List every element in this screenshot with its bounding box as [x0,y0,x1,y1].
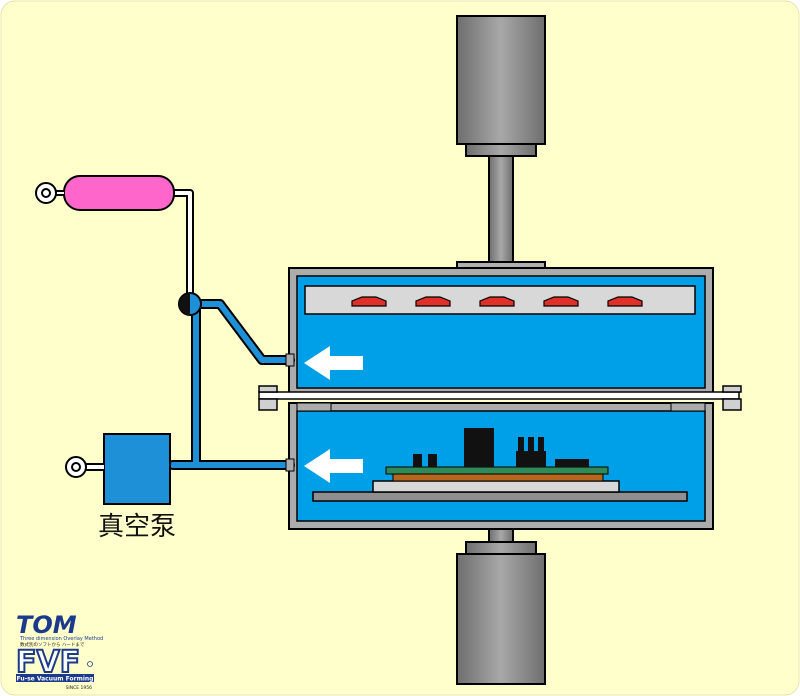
arrow-right-lower [304,449,363,483]
heater-element [479,296,515,307]
heater-element [607,296,643,307]
vacuum-pump [65,433,171,505]
heater-element [543,296,579,307]
film-clamp-frame [258,385,742,411]
logo-tom-text: TOM [16,611,77,639]
logo-tagline-2: 数式別のソフトから ハードまで [20,641,85,648]
tom-fvf-logo: TOM Three dimension Overlay Method 数式別のソ… [15,611,103,691]
heater-element [351,296,387,307]
air-tank [35,175,175,211]
vacuum-piping [168,189,295,472]
upper-cylinder [456,15,546,271]
vacuum-pump-label: 真空泵 [98,512,176,542]
upper-chamber [288,267,714,397]
logo-brand-line: Fu-se Vacuum Forming [17,676,94,683]
circuit-board-workpiece [385,428,609,482]
arrow-right-upper [304,346,363,380]
heater-element [415,296,451,307]
logo-tagline-1: Three dimension Overlay Method [19,636,103,642]
logo-since: SINCE 1956 [66,685,93,691]
heater-elements [351,296,643,307]
three-way-valve [178,292,202,316]
